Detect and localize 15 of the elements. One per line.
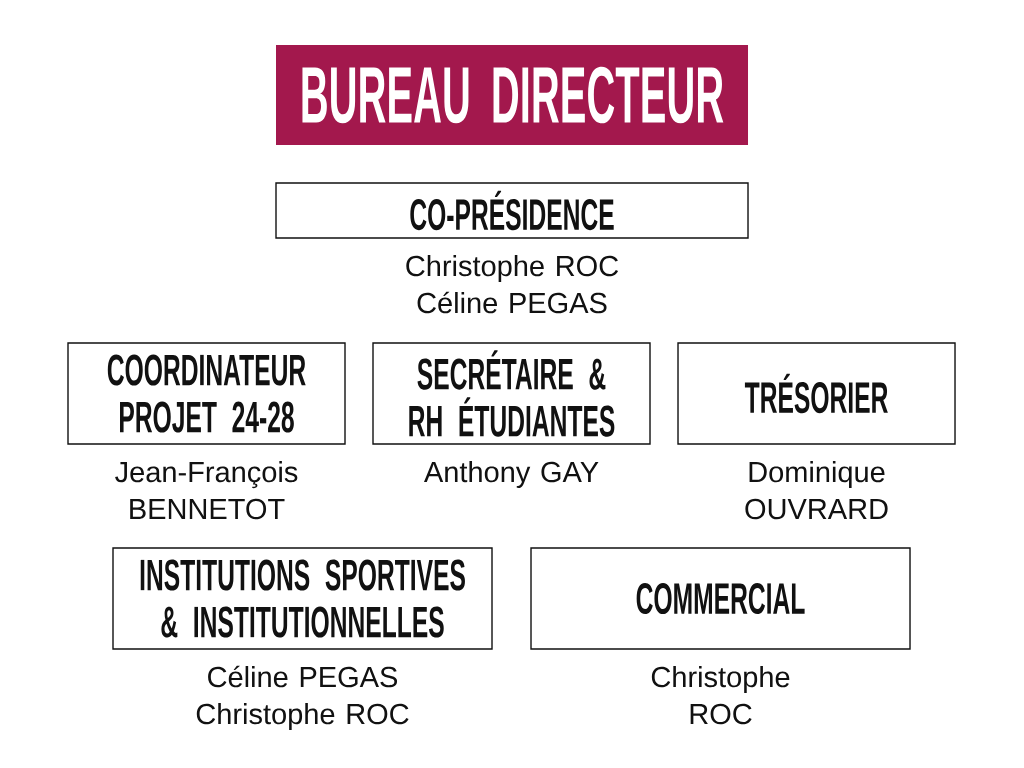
role-box: SECRÉTAIRE & RH ÉTUDIANTES [372,342,651,445]
person-name: Christophe ROC [406,255,619,282]
person-name: Christophe ROC [651,666,790,725]
person-name: Dominique OUVRARD [745,461,888,520]
role-box: INSTITUTIONS SPORTIVES & INSTITUTIONNELLES [112,547,493,650]
role-box: COMMERCIAL [530,547,911,650]
person-name: Céline PEGAS [417,291,607,314]
person-name: Jean-François BENNETOT [115,461,298,520]
role-box: CO-PRÉSIDENCE [275,182,749,239]
role-box: COORDINATEUR PROJET 24-28 [67,342,346,445]
title-banner: BUREAU DIRECTEUR [276,45,748,145]
role-box: TRÉSORIER [677,342,956,445]
person-name: Anthony GAY [424,461,599,489]
person-name: Céline PEGAS [208,665,398,688]
person-name: Christophe ROC [196,703,409,731]
